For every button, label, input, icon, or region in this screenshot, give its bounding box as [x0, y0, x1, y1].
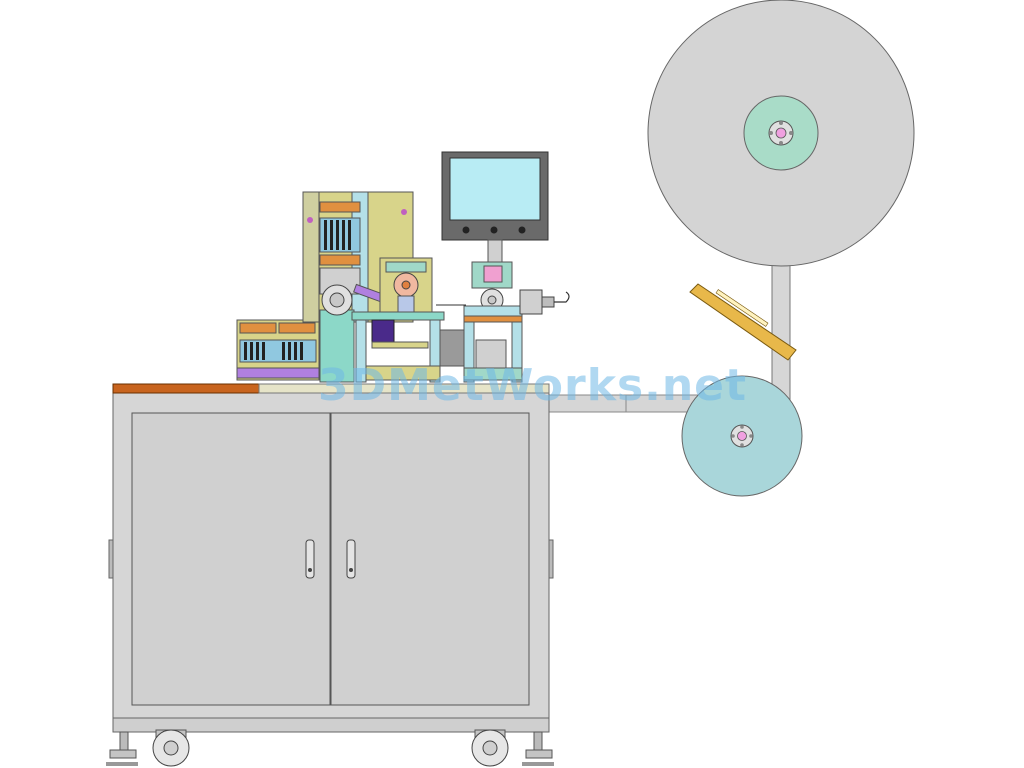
cabinet-door-handle-icon[interactable]: [346, 539, 356, 579]
transfer-block: [436, 304, 466, 367]
press-station: [351, 257, 445, 383]
machine-cabinet: [108, 383, 554, 733]
parts-tray: [236, 319, 320, 381]
cabinet-door-left[interactable]: [131, 412, 331, 706]
monitor-mount: [487, 239, 503, 263]
large-supply-reel: [647, 0, 915, 267]
cabinet-door-right[interactable]: [330, 412, 530, 706]
touch-screen-icon[interactable]: [441, 151, 549, 241]
watermark: 3DMetWorks.net: [318, 360, 747, 411]
caster-wheel-icon: [471, 729, 509, 767]
cabinet-door-handle-icon[interactable]: [305, 539, 315, 579]
cutting-station: [463, 261, 570, 383]
take-up-reel: [681, 375, 803, 497]
feeder-block: [319, 283, 389, 383]
leveling-foot-right: [522, 731, 554, 766]
tension-arm: [689, 283, 797, 361]
reel-hub-icon: [768, 120, 794, 146]
reel-hub-icon: [730, 424, 754, 448]
leveling-foot-left: [106, 731, 138, 766]
caster-wheel-icon: [152, 729, 190, 767]
